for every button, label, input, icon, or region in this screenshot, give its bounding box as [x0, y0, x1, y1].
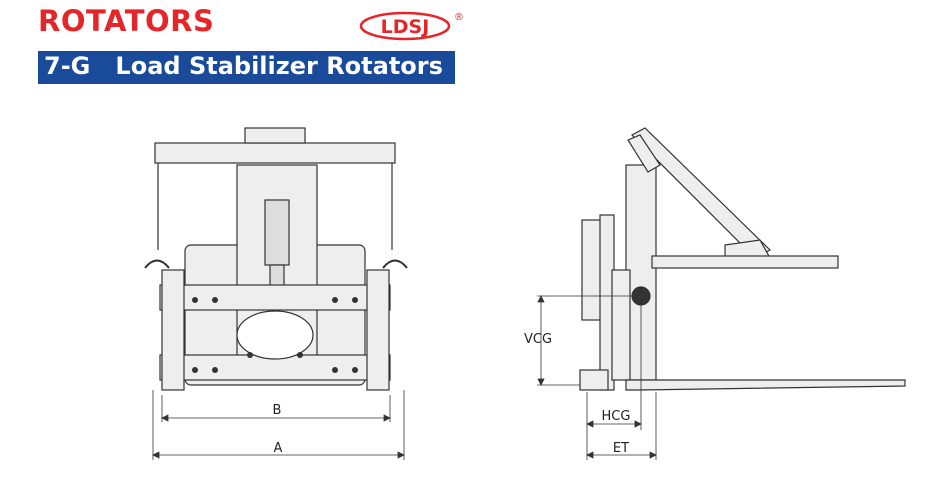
dimension-vcg-label: VCG: [524, 332, 552, 347]
stabilizer-pad: [651, 255, 839, 269]
stabilizer-arm: [631, 127, 772, 259]
subtitle-bar: 7-G Load Stabilizer Rotators: [38, 51, 455, 84]
dimension-hcg-label: HCG: [602, 409, 631, 424]
dimension-b-label: B: [273, 403, 282, 418]
ldsj-logo: LDSJ ®: [359, 11, 464, 41]
side-dimensions: [537, 295, 657, 460]
registered-mark: ®: [454, 12, 464, 23]
page-title: ROTATORS: [38, 4, 215, 38]
side-view: [579, 127, 906, 391]
front-top-mount: [244, 127, 306, 144]
subtitle: 7-G Load Stabilizer Rotators: [44, 52, 443, 80]
right-clamp: [366, 269, 390, 391]
side-fork: [625, 379, 906, 391]
front-top-bar: [154, 142, 396, 164]
logo-text: LDSJ: [381, 16, 430, 38]
dimension-a-label: A: [274, 441, 283, 456]
front-dimensions: [152, 390, 405, 460]
dimension-et-label: ET: [613, 441, 629, 456]
left-clamp: [161, 269, 185, 391]
hydraulic-cylinder: [264, 199, 290, 266]
front-view: [144, 127, 408, 391]
